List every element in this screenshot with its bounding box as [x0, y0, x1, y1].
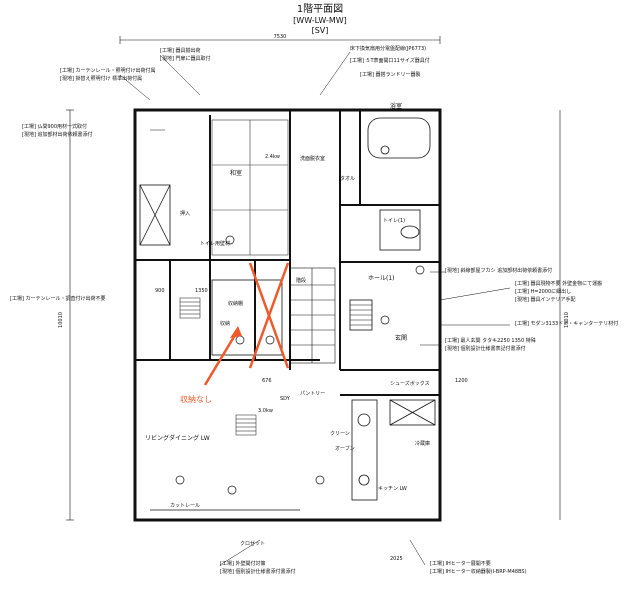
room-ldk: リビングダイニング LW: [145, 434, 210, 442]
outer-wall: [133, 108, 442, 522]
notes-right: [現地] 斜線部屋フカシ 追加部材出荷依頼書添付 [工場] 器具現物不要 外壁金…: [445, 267, 618, 352]
label-closet-dot: クロゼット: [240, 540, 265, 547]
plan-title: 1階平面図: [297, 3, 343, 15]
hall-hatch: [350, 304, 372, 326]
room-closet: 押入: [180, 210, 190, 217]
label-toire-tile: トイレ用壁材: [200, 240, 230, 247]
note-right-2: [工場] H=2000に細出し: [515, 288, 571, 295]
plan-code: [SV]: [312, 26, 329, 35]
dim-right-total: 10010: [564, 312, 570, 328]
note-right-3: [現地] 器具インテリア手配: [515, 296, 576, 303]
note-bottom-3: [工場] IHヒーター収納器製(I-BRP-M48BS): [430, 568, 527, 575]
dim-left-total: 10010: [58, 312, 64, 328]
storage-box: [211, 279, 283, 356]
annotation-text: 収納なし: [180, 394, 212, 404]
note-right-4: [工場] モダン3133ドア・キャンターテリ材付: [515, 320, 618, 327]
note-top-3: [工場] ５T表面開口11サイズ器具付: [350, 57, 430, 64]
room-entrance: 玄関: [395, 334, 407, 342]
note-bottom-2: [工場] IHヒーター展開不要: [430, 560, 491, 567]
note-top-1: [現地] 門扉に器具取付: [160, 55, 211, 62]
hatched-blocks: [179, 297, 257, 436]
label-towel: タオル: [340, 175, 355, 182]
annotation-arrow: [203, 326, 242, 386]
note-right-6: [現地] 個別設計仕様書表記付書添付: [445, 345, 526, 352]
plan-subtitle: [WW-LW-MW]: [293, 16, 347, 25]
dim-1200: 1200: [455, 378, 468, 384]
note-top-0: [工場] 器具揃出荷: [160, 47, 201, 54]
notes-bottom: [工場] 外壁開付対策 [現地] 個別設計仕様書添付書添付 [工場] IHヒータ…: [220, 560, 527, 575]
interior-walls: [135, 110, 440, 396]
closet-left: [139, 184, 171, 246]
dim-bottom: 2025: [390, 556, 403, 562]
room-storage: 収納: [220, 320, 230, 327]
room-toilet: トイレ(1): [383, 218, 405, 224]
notes-top: [工場] 器具揃出荷 [現地] 門扉に器具取付 床下換気扇用分電盤配線(JP67…: [160, 45, 430, 78]
notes-left: [工場] カーテンレール・照明付け出荷付属 [現地] 掛替え照明付け 標準出荷付…: [10, 67, 156, 302]
dim-676: 676: [262, 378, 272, 384]
stairs: [289, 267, 336, 364]
bathtub: [367, 117, 431, 159]
room-bath: 浴室: [390, 102, 402, 110]
label-cleanup: クリーン: [330, 431, 350, 437]
room-hall: ホール(1): [368, 275, 395, 282]
red-cross-mark: [248, 262, 290, 369]
dim-top-total: 7530: [274, 34, 287, 40]
note-bottom-1: [現地] 個別設計仕様書添付書添付: [220, 568, 296, 575]
dim-900: 900: [155, 288, 165, 294]
note-right-0: [現地] 斜線部屋フカシ 追加部材出荷依頼書添付: [445, 267, 552, 274]
tatami-grid: [211, 119, 289, 256]
room-stairs: 階段: [296, 277, 306, 284]
room-kitchen: キッチン LW: [378, 486, 407, 492]
label-ceiling-3-0: 3.0kw: [258, 408, 273, 414]
kitchen-counter: [351, 399, 436, 501]
room-washroom: 洗面脱衣室: [300, 155, 325, 162]
note-right-1: [工場] 器具現物不要 外壁金物にて運搬: [515, 280, 602, 287]
note-right-5: [工場] 最人玄関 タタキ2250 1350 特殊: [445, 337, 536, 344]
label-cabinet: 収納棚: [228, 300, 243, 307]
label-sdy: SDY: [280, 396, 291, 402]
room-shoe-closet: シューズボックス: [390, 380, 430, 387]
note-bottom-0: [工場] 外壁開付対策: [220, 560, 266, 567]
room-japanese: 和室: [230, 169, 242, 177]
label-oven: オーブン: [335, 445, 355, 452]
note-left-2: [工場] 仏間900用材一式取付: [22, 123, 87, 130]
note-left-1: [現地] 掛替え照明付け 標準出荷付属: [60, 75, 142, 82]
toilet-fixture: [379, 209, 421, 251]
note-left-3: [現地] 追加部材出荷依頼書添付: [22, 131, 93, 138]
note-top-4: [工場] 器搭ランドリー器製: [360, 71, 421, 78]
label-curtain-rail: カットレール: [170, 503, 200, 509]
room-fridge: 冷蔵庫: [415, 440, 430, 447]
note-top-2: 床下換気扇用分電盤配線(JP6773): [350, 45, 426, 52]
note-left-4: [工場] カーテンレール・調査付け出荷不要: [10, 295, 106, 302]
leader-lines: [119, 51, 511, 566]
room-pantry: パントリー: [300, 391, 325, 397]
label-ceiling-2-4: 2.4kw: [265, 154, 280, 160]
dim-1350: 1350: [195, 288, 208, 294]
ceiling-lights: [175, 235, 425, 495]
note-left-0: [工場] カーテンレール・照明付け出荷付属: [60, 67, 156, 74]
